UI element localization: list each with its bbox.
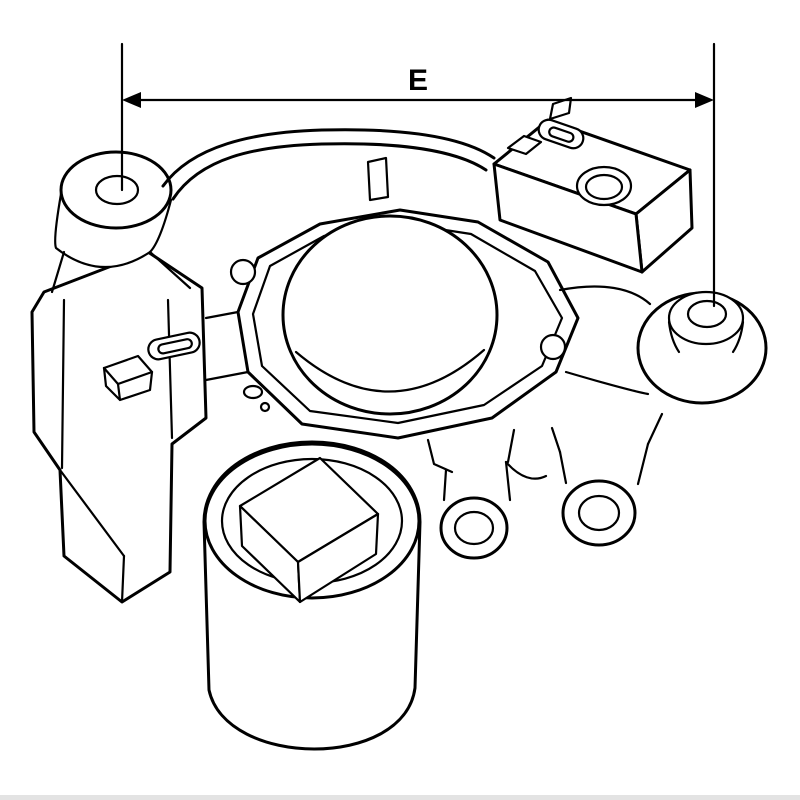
right-boss-hole [686,299,728,329]
screw-boss [539,333,567,361]
ear-bracket-lines [426,412,664,480]
plate-housing-connector [204,310,250,382]
small-nub [259,401,271,413]
brush-right-face [296,512,380,604]
mount-ear-hole [577,494,621,532]
dimension-label: E [408,64,428,97]
mount-ear-ring [439,496,509,560]
top-tab [366,156,390,202]
block-nub [548,96,573,121]
brush-holder-rim-outer [203,442,421,600]
mount-ear-hole [453,510,495,546]
right-boss-rim [667,290,745,346]
arrowhead-left-icon [122,92,141,108]
bearing-cylinder-rim [59,150,173,230]
wire-guard-inner [171,142,488,201]
bottom-border-strip [0,795,800,800]
dome-base-arc [294,348,486,393]
wire-guard-outer [161,128,496,188]
ear-prong-lines [442,442,650,502]
regulator-part [30,96,768,751]
housing-edge-line [120,554,126,604]
housing-edge-line [166,298,174,440]
boss-wall-lines [667,320,745,354]
oval-slot-inner [157,338,193,355]
bearing-hole [94,174,140,206]
bearing-bracket-lines [50,250,192,294]
boss-bracket-lines [558,285,652,396]
block-tab [506,134,543,156]
block-slot-inner [548,126,575,143]
arrowhead-right-icon [695,92,714,108]
mount-ear-ring [561,479,637,547]
small-block-edges [102,366,154,402]
dimension-annotation: E [120,42,716,308]
block-hole-inner [584,173,624,201]
housing-edge-line [60,298,66,470]
small-nub [242,384,264,400]
housing-edge-line [58,468,126,558]
screw-boss [229,258,257,286]
center-dome [281,214,499,416]
